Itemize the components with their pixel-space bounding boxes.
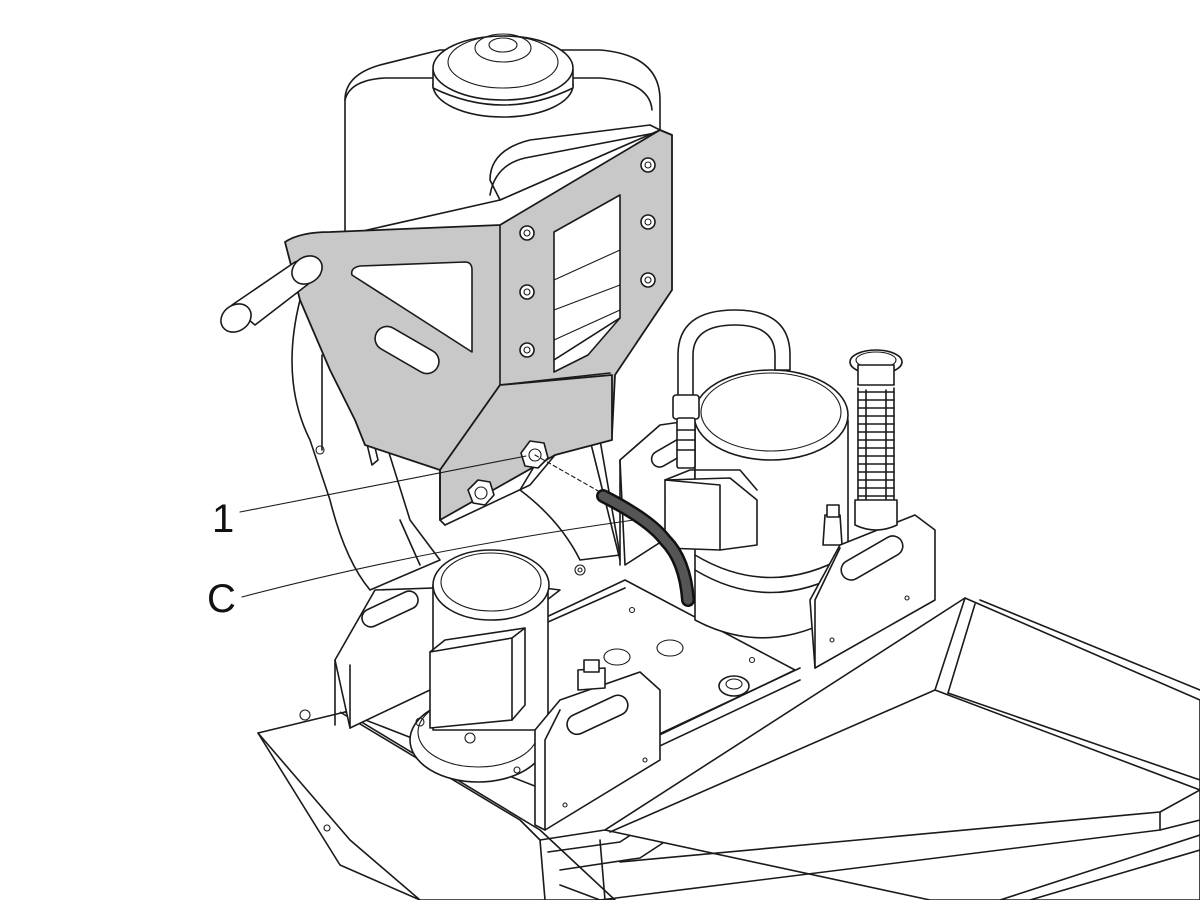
right-trough (599, 597, 1200, 900)
large-motor (664, 309, 849, 639)
water-tank (344, 33, 661, 236)
callout-leaders (239, 455, 635, 598)
spring-assembly (849, 349, 903, 531)
callout-label-1: 1 (212, 497, 234, 541)
gray-shroud (284, 129, 673, 526)
hose-c (534, 454, 695, 607)
right-side-bracket (809, 514, 936, 669)
front-right-bracket (534, 659, 661, 831)
callout-label-c: C (207, 577, 236, 621)
shroud-bolts (519, 157, 656, 358)
front-motor (409, 549, 550, 783)
handle (220, 255, 323, 333)
